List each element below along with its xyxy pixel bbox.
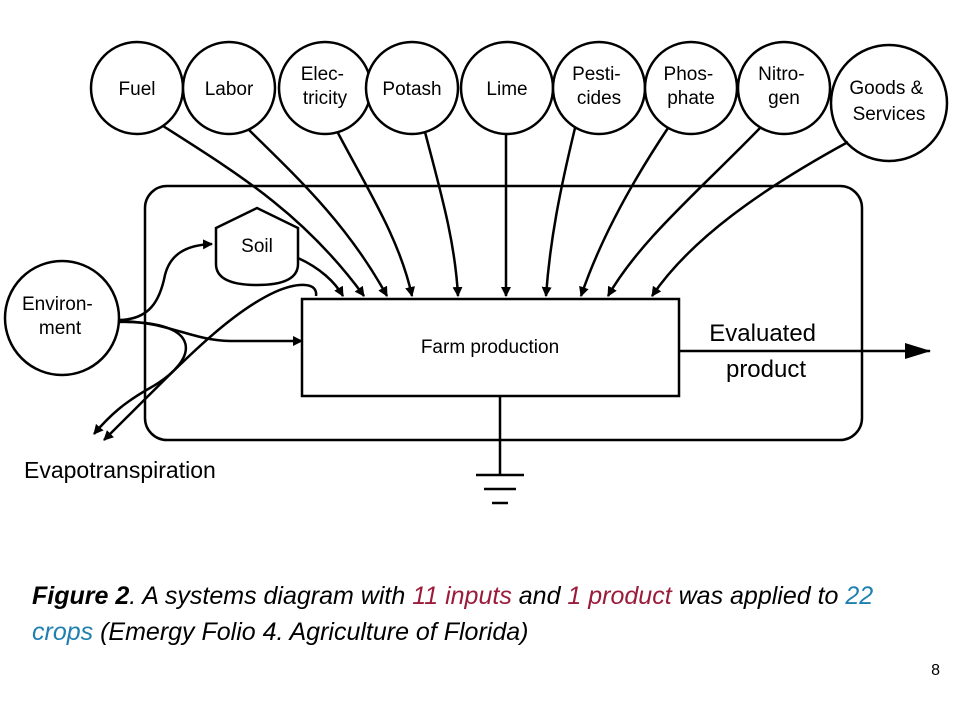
caption-figure-label: Figure 2 (32, 582, 130, 610)
caption-text-1: . A systems diagram with (129, 582, 413, 610)
label-potash: Potash (382, 79, 441, 100)
label-evapotranspiration: Evapotranspiration (24, 457, 216, 483)
flow-fuel (162, 124, 366, 297)
input-labels: Fuel Labor Elec- tricity Potash Lime Pes… (119, 64, 928, 125)
label-evaluated-product: Evaluated product (709, 320, 822, 383)
label-goods-services: Goods & Services (849, 78, 928, 125)
label-nitrogen: Nitro- gen (758, 64, 810, 109)
flow-labor (247, 128, 389, 297)
farm-production-box (300, 297, 681, 398)
source-nitrogen (736, 40, 832, 136)
environment-flows (93, 239, 345, 441)
source-labor (181, 40, 277, 136)
label-environment: Environ- ment (22, 294, 98, 339)
figure-caption: Figure 2. A systems diagram with 11 inpu… (32, 578, 932, 650)
label-farm-production: Farm production (421, 337, 559, 358)
caption-text-3: was applied to (671, 582, 846, 610)
label-soil: Soil (241, 236, 273, 257)
flow-phosphate (579, 127, 670, 297)
flow-nitrogen (606, 127, 761, 297)
label-fuel: Fuel (119, 79, 156, 100)
flow-potash (423, 131, 463, 297)
flow-pesticides (541, 127, 577, 297)
flow-goods-services (650, 140, 849, 297)
input-sources (89, 40, 949, 163)
caption-product-count: 1 product (567, 582, 672, 610)
flow-soil-to-farm (297, 256, 345, 297)
source-environment (3, 259, 121, 377)
caption-crops-count: 22 crops (32, 582, 874, 646)
page-number: 8 (931, 662, 940, 679)
heat-sink-icon (476, 473, 524, 505)
label-labor: Labor (205, 79, 254, 100)
caption-text-2: and (511, 582, 568, 610)
systems-diagram: Fuel Labor Elec- tricity Potash Lime Pes… (3, 40, 949, 505)
soil-storage (214, 206, 300, 287)
source-potash (364, 40, 460, 136)
flow-electricity (336, 132, 415, 297)
flow-soil-to-evapotranspiration (103, 283, 318, 441)
caption-inputs-count: 11 inputs (412, 582, 512, 610)
label-lime: Lime (486, 79, 527, 100)
source-goods-services (829, 43, 949, 163)
label-electricity: Elec- tricity (301, 64, 350, 109)
input-flows (162, 124, 849, 297)
label-pesticides: Pesti- cides (572, 64, 626, 109)
caption-text-4: (Emergy Folio 4. Agriculture of Florida) (93, 618, 529, 646)
label-phosphate: Phos- phate (664, 64, 719, 109)
flow-env-to-soil (117, 239, 213, 322)
